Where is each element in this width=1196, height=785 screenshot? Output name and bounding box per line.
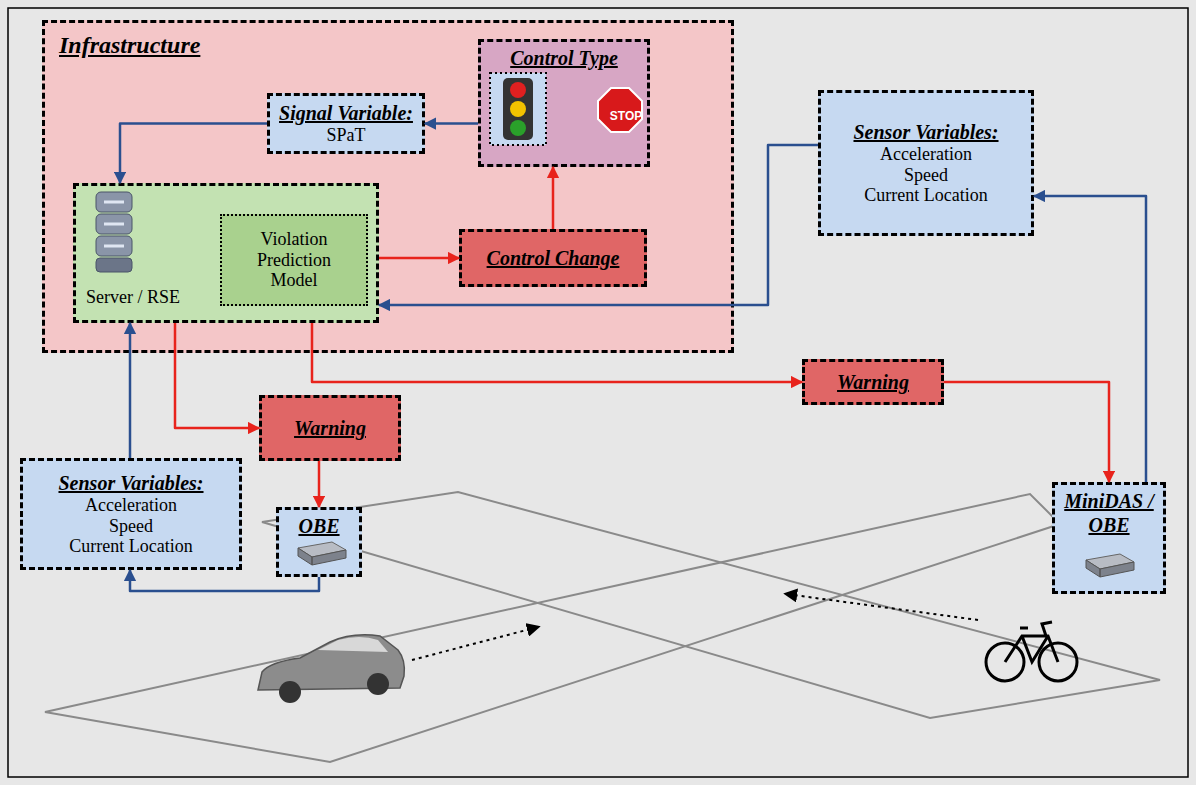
heading-text: Infrastructure (59, 31, 200, 60)
heading-text: Sensor Variables: (853, 120, 998, 144)
body-text: SPaT (326, 125, 365, 146)
heading-text: OBE (298, 514, 339, 538)
heading-text: Sensor Variables: (58, 471, 203, 495)
heading-text: Control Type (510, 46, 618, 70)
server-base (96, 258, 132, 272)
flow-arrow (175, 323, 259, 428)
body-text: Current Location (864, 185, 987, 206)
body-text: Speed (109, 516, 153, 537)
device-icon (298, 542, 346, 565)
heading-text: MiniDAS / OBE (1059, 489, 1159, 537)
car-wheel (367, 673, 389, 695)
region-box: InfrastructureControl TypeSTOP Signal Var… (42, 20, 734, 353)
motion-arrow (412, 627, 538, 660)
device-side (1086, 560, 1134, 577)
device-box: MiniDAS / OBE (1052, 482, 1166, 594)
heading-text: Signal Variable: (279, 101, 413, 125)
body-text: Current Location (69, 536, 192, 557)
server-icon (96, 192, 132, 272)
sensor-box: Sensor Variables:AccelerationSpeedCurren… (20, 458, 242, 570)
body-text: Acceleration (880, 144, 972, 165)
server-light (104, 223, 124, 226)
body-text: Acceleration (85, 495, 177, 516)
flow-arrow (129, 323, 132, 458)
server-light (104, 245, 124, 248)
heading-text: Warning (294, 416, 366, 440)
flow-arrow (944, 382, 1109, 482)
flow-arrow (1034, 196, 1146, 482)
red-lamp (510, 82, 526, 98)
flow-arrow (130, 570, 319, 591)
heading-text: Control Change (487, 246, 620, 270)
server-slab (96, 192, 132, 212)
heading-text: Warning (837, 370, 909, 394)
flow-arrow (318, 461, 321, 507)
warning-box: Warning (802, 359, 944, 405)
sign-text: STOP (604, 109, 648, 123)
sensor-box: Sensor Variables:AccelerationSpeedCurren… (818, 90, 1034, 236)
server-light (104, 201, 124, 204)
motion-arrow (786, 594, 978, 620)
model-box: Violation Prediction Model (220, 214, 368, 306)
body-text: Speed (904, 165, 948, 186)
server-slab (96, 236, 132, 256)
car-icon (258, 635, 404, 703)
signal-frame (490, 73, 546, 145)
green-lamp (510, 120, 526, 136)
yellow-lamp (510, 101, 526, 117)
flow-arrow (120, 124, 267, 184)
traffic-light (503, 78, 533, 140)
signal-box: Signal Variable:SPaT (267, 93, 425, 154)
flow-arrow (379, 257, 459, 260)
device-side (298, 548, 346, 565)
flow-arrow (425, 122, 478, 125)
action-box: Control Change (459, 229, 647, 287)
device-icon (1086, 554, 1134, 577)
bicycle-icon (986, 622, 1077, 681)
car-window (318, 637, 388, 652)
flow-arrow (379, 145, 818, 305)
stop-sign (598, 88, 642, 132)
flow-arrow (552, 167, 555, 229)
device-box: OBE (276, 507, 362, 577)
car-wheel (279, 681, 301, 703)
warning-box: Warning (259, 395, 401, 461)
flow-arrow (312, 323, 802, 382)
frame (8, 8, 1188, 777)
server-slab (96, 214, 132, 234)
bike-frame (1005, 622, 1058, 662)
body-text: Violation Prediction Model (232, 229, 356, 291)
body-text: Server / RSE (86, 287, 180, 308)
